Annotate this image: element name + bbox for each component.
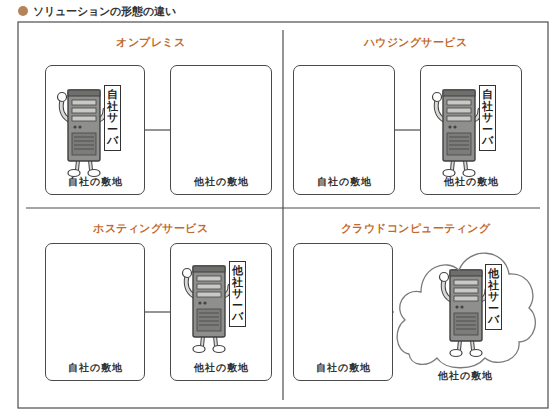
diagram-title: ソリューションの形態の違い <box>33 4 176 19</box>
site-label: 他社の敷地 <box>421 175 521 189</box>
site-box: 自社サーバ自社の敷地 <box>45 65 145 195</box>
site-box: 他社の敷地 <box>170 65 272 195</box>
site-label: 自社の敷地 <box>294 175 394 189</box>
site-box: 他社サーバ他社の敷地 <box>170 243 272 381</box>
server-figure <box>58 90 106 177</box>
outer-frame <box>18 22 548 408</box>
cloud-outline <box>397 253 535 368</box>
server-sign: 自社サーバ <box>479 85 496 151</box>
server-figure <box>433 90 481 177</box>
server-sign: 他社サーバ <box>485 264 502 330</box>
site-box: 自社の敷地 <box>293 243 393 381</box>
site-link <box>145 311 171 312</box>
site-link <box>393 311 394 312</box>
site-label: 自社の敷地 <box>46 175 144 189</box>
site-label: 他社の敷地 <box>171 361 271 375</box>
section-heading: ホスティングサービス <box>18 222 283 236</box>
section-panel: 自社の敷地 自社サーバ他社の敷地 ハウジングサービス <box>283 22 548 208</box>
server-figure <box>440 270 488 357</box>
server-sign: 自社サーバ <box>104 85 121 151</box>
divider-line <box>26 207 540 208</box>
server-figure <box>183 266 231 353</box>
site-label: 他社の敷地 <box>171 175 271 189</box>
server-sign: 他社サーバ <box>229 261 246 327</box>
site-label: 自社の敷地 <box>46 361 144 375</box>
section-heading: クラウドコンピューティング <box>283 222 548 236</box>
cloud-outline <box>393 228 537 373</box>
server-label: 自社サーバ <box>107 89 118 147</box>
section-panel: 自社の敷地他社サーバ他社の敷地クラウドコンピューティング <box>283 208 548 408</box>
title-bullet <box>18 6 28 16</box>
site-label: 自社の敷地 <box>294 361 392 375</box>
site-link <box>145 129 171 130</box>
server-label: 他社サーバ <box>232 265 243 323</box>
section-panel: 自社サーバ自社の敷地他社の敷地オンプレミス <box>18 22 283 208</box>
site-box: 自社の敷地 <box>45 243 145 381</box>
section-heading: オンプレミス <box>18 36 283 50</box>
site-label: 他社の敷地 <box>393 369 537 383</box>
server-label: 自社サーバ <box>482 89 493 147</box>
site-box: 自社の敷地 <box>293 65 395 195</box>
section-panel: 自社の敷地 他社サーバ他社の敷地 ホスティングサービス <box>18 208 283 408</box>
site-box: 自社サーバ他社の敷地 <box>420 65 522 195</box>
divider-line <box>282 30 283 400</box>
cloud-shape: 他社サーバ他社の敷地 <box>393 228 537 388</box>
section-heading: ハウジングサービス <box>283 36 548 50</box>
site-link <box>395 129 421 130</box>
server-label: 他社サーバ <box>488 268 499 326</box>
